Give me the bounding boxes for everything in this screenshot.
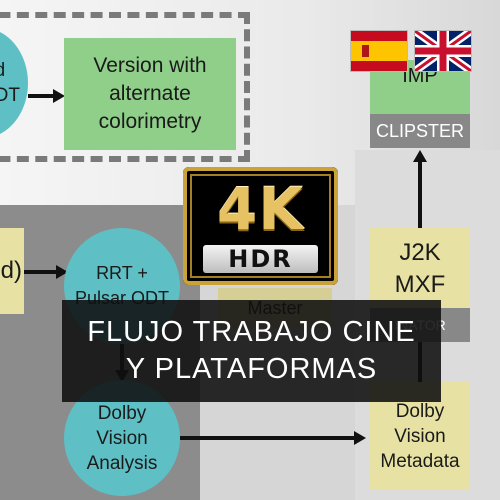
connector-line	[24, 270, 60, 274]
clipster-label: CLIPSTER	[370, 114, 470, 148]
uk-flag-icon[interactable]	[414, 30, 472, 72]
version-alternate-colorimetry-box: Version with alternate colorimetry	[64, 38, 236, 150]
title-banner: FLUJO TRABAJO CINE Y PLATAFORMAS	[62, 300, 441, 402]
connector-arrowhead	[53, 89, 65, 103]
banner-line-1: FLUJO TRABAJO CINE	[87, 316, 416, 348]
dashed-group-frame	[0, 12, 250, 162]
badge-hdr-text: HDR	[203, 245, 318, 273]
j2k-mxf-box: J2K MXF	[370, 228, 470, 310]
banner-line-2: Y PLATAFORMAS	[125, 353, 378, 385]
badge-4k-text: 4K	[216, 175, 305, 243]
odt-circle-fragment: d ODT	[0, 28, 28, 138]
connector-arrowhead	[354, 431, 366, 445]
4k-hdr-badge: 4K HDR	[183, 167, 338, 285]
connector-line	[180, 436, 356, 440]
connector-line	[28, 94, 56, 98]
connector-arrowhead	[413, 150, 427, 162]
left-box-fragment: d)	[0, 228, 24, 314]
connector-line	[418, 160, 422, 228]
spanish-flag-icon[interactable]	[350, 30, 408, 72]
